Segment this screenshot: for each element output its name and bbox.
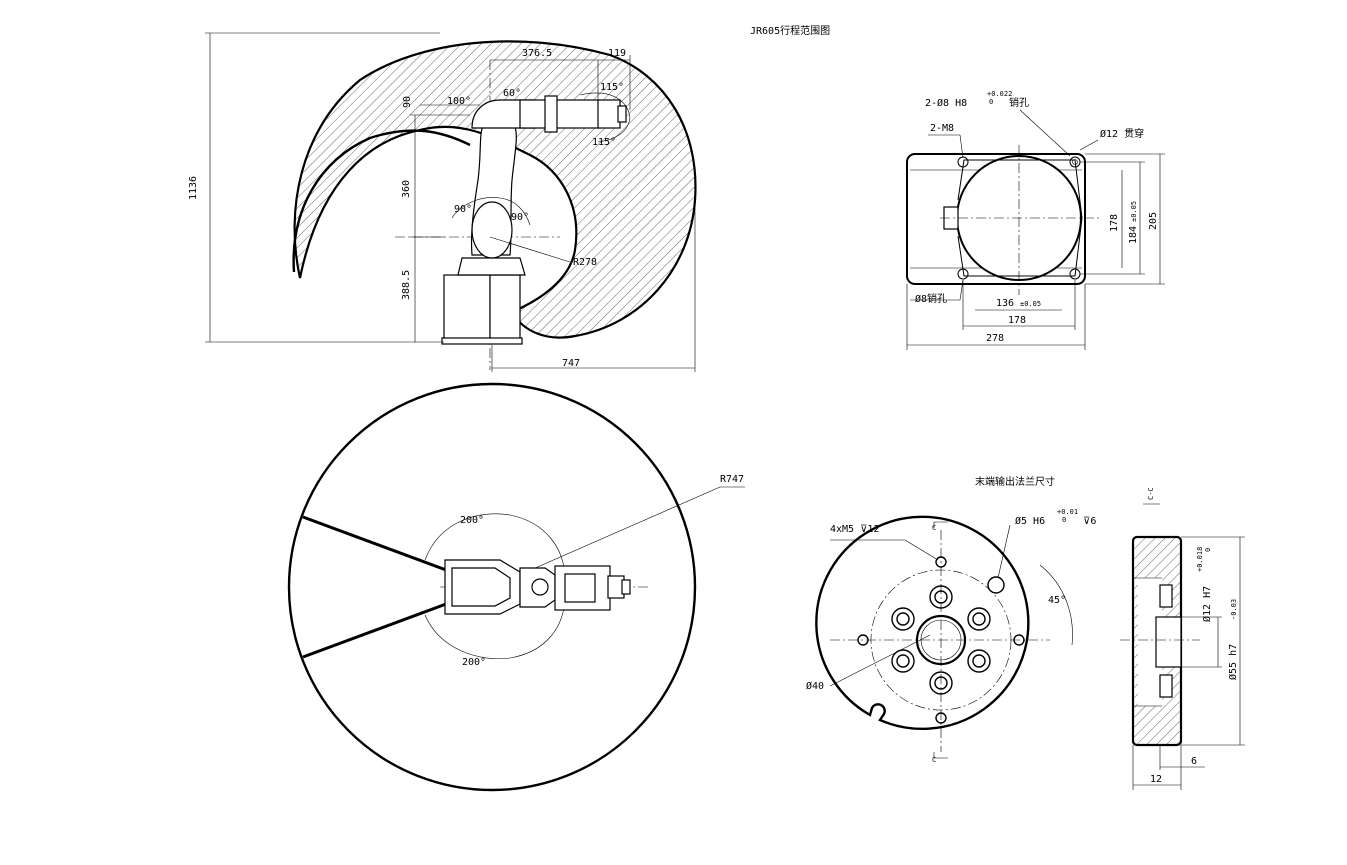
top-angle-200-bottom: 200° [462,657,486,668]
flange-dia-12-tol: +0.018 [1196,547,1204,572]
angle-100: 100° [447,96,471,107]
dim-278: 278 [986,333,1004,344]
base-pin-hole-2-suffix: 销孔 [1009,96,1029,109]
base-pin-hole-2: 2-Ø8 H8 [925,97,967,109]
side-view: 1136 360 388.5 90 747 376.5 119 100° 60°… [188,32,697,372]
base-view: 2-Ø8 H8 +0.022 0 销孔 2-M8 Ø12 贯穿 178 184 … [906,90,1165,350]
flange-pin: Ø5 H6 [1015,515,1045,527]
dim-90: 90 [402,96,413,108]
angle-60: 60° [503,88,521,99]
dim-184-tol: ±0.05 [1130,201,1138,222]
flange-front-view: C C 4xM5 ⊽12 Ø5 H6 +0.01 0 ⊽6 45° Ø40 [806,508,1096,764]
angle-115-bottom: 115° [592,137,616,148]
base-through-hole: Ø12 贯穿 [1100,127,1144,140]
angle-arc-115 [579,92,631,143]
base-pin-hole-2-tol0: 0 [989,98,993,106]
flange-dia-12: Ø12 H7 [1201,586,1213,622]
radius-r278: R278 [573,257,597,268]
dim-376-5: 376.5 [522,48,552,59]
flange-dia-55: Ø55 h7 [1227,644,1239,680]
angle-90-left: 90° [454,204,472,215]
flange-dia-12-tol0: 0 [1204,548,1212,552]
base-pin-hole-2-tol: +0.022 [987,90,1012,98]
flange-dia-55-tol: -0.03 [1230,599,1238,620]
dim-136-tol: ±0.05 [1020,300,1041,308]
angle-arc-90 [451,197,531,226]
dim-178-h: 178 [1008,315,1026,326]
flange-pin-depth: ⊽6 [1083,516,1096,527]
flange-thread: 4xM5 ⊽12 [830,524,879,535]
dim-747: 747 [562,358,580,369]
drawing-title: JR605行程范围图 [750,24,830,37]
robot-arm-top [444,559,631,615]
section-c-top: C [932,524,936,532]
r278-leader [489,236,571,263]
flange-title: 末端输出法兰尺寸 [975,475,1055,488]
dim-360: 360 [401,180,412,198]
flange-pin-tol: +0.01 [1057,508,1078,516]
flange-pin-tol0: 0 [1062,516,1066,524]
flange-dia-40: Ø40 [806,680,824,692]
flange-angle-45: 45° [1048,595,1066,606]
robot-arm-side [441,95,627,345]
section-c-bottom: C [932,756,936,764]
dim-205: 205 [1148,212,1159,230]
flange-dim-6: 6 [1191,756,1197,767]
angle-90-right: 90° [511,212,529,223]
dim-178-v: 178 [1109,214,1120,232]
inner-envelope-arc [292,129,471,273]
section-mark: C-C [1147,487,1155,500]
dim-184: 184 [1128,226,1139,244]
base-pin-hole: Ø8销孔 [915,292,947,305]
top-radius-r747: R747 [720,474,744,485]
dim-136: 136 [996,298,1014,309]
dim-388-5: 388.5 [401,270,412,300]
base-thread: 2-M8 [930,123,954,134]
top-angle-200-top: 200° [460,515,484,526]
dim-1136: 1136 [188,176,199,200]
flange-dim-12: 12 [1150,774,1162,785]
flange-section-view: C-C Ø12 H7 +0.018 0 Ø55 h7 -0.03 12 6 [1120,487,1245,790]
dim-119: 119 [608,48,626,59]
flange-outline [815,515,1030,731]
angle-115-top: 115° [600,82,624,93]
top-view: R747 200° 200° [287,382,745,792]
